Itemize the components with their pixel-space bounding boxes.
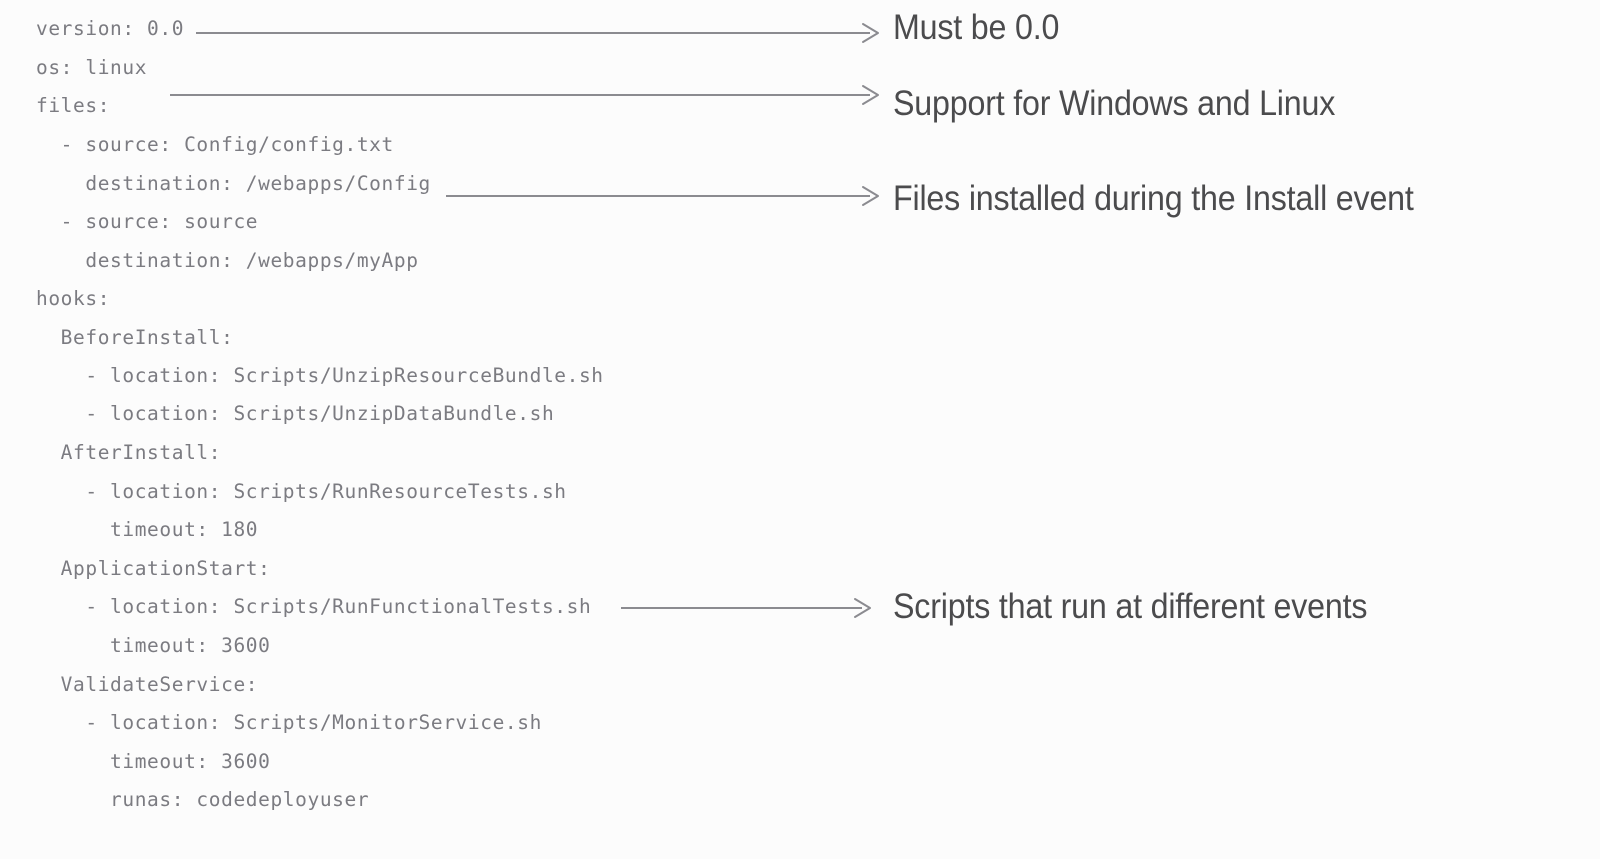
code-line: timeout: 180 xyxy=(36,518,259,541)
code-line: ValidateService: xyxy=(36,673,259,696)
code-line: hooks: xyxy=(36,287,111,310)
code-line: - source: source xyxy=(36,210,259,233)
code-line: AfterInstall: xyxy=(36,441,222,464)
code-line: - location: Scripts/RunFunctionalTests.s… xyxy=(36,595,592,618)
code-line: BeforeInstall: xyxy=(36,326,234,349)
annotation-label-files-note: Files installed during the Install event xyxy=(893,179,1414,218)
yaml-code-block: version: 0.0 os: linux files: - source: Co… xyxy=(36,17,604,811)
code-line: ApplicationStart: xyxy=(36,557,271,580)
code-line: runas: codedeployuser xyxy=(36,788,370,811)
code-line: version: 0.0 xyxy=(36,17,185,40)
code-line: - location: Scripts/UnzipResourceBundle.… xyxy=(36,364,604,387)
code-line: - location: Scripts/UnzipDataBundle.sh xyxy=(36,402,555,425)
code-line: - location: Scripts/MonitorService.sh xyxy=(36,711,542,734)
code-line: destination: /webapps/myApp xyxy=(36,249,419,272)
code-line: os: linux xyxy=(36,56,148,79)
annotation-label-hooks-note: Scripts that run at different events xyxy=(893,587,1368,626)
annotation-label-version-note: Must be 0.0 xyxy=(893,8,1060,47)
code-line: - source: Config/config.txt xyxy=(36,133,394,156)
annotation-label-os-note: Support for Windows and Linux xyxy=(893,84,1336,123)
code-line: files: xyxy=(36,94,111,117)
code-line: timeout: 3600 xyxy=(36,750,271,773)
code-line: destination: /webapps/Config xyxy=(36,172,431,195)
code-line: - location: Scripts/RunResourceTests.sh xyxy=(36,480,567,503)
code-line: timeout: 3600 xyxy=(36,634,271,657)
